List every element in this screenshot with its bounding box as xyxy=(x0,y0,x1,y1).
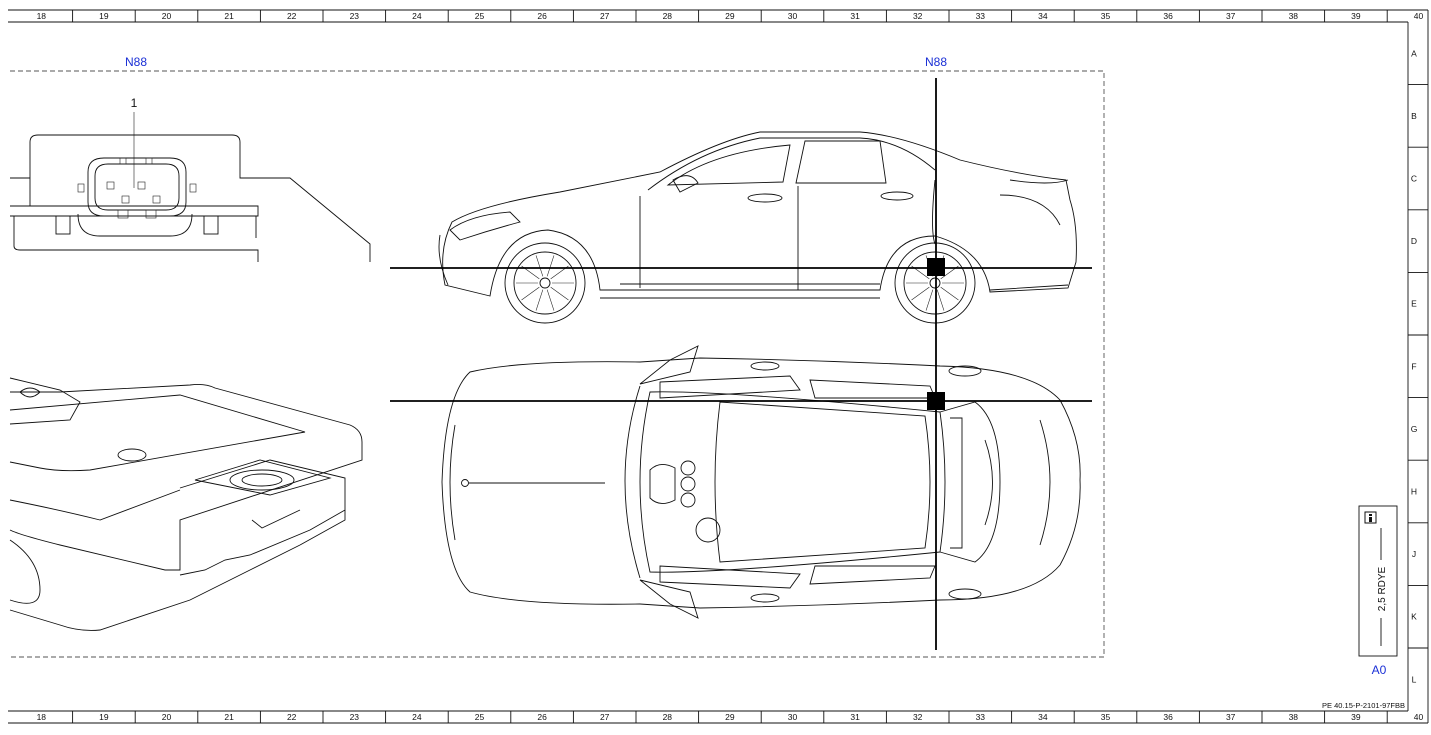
bottom-column-label: 24 xyxy=(412,712,422,722)
top-column-label: 38 xyxy=(1289,11,1299,21)
ground-point-label[interactable]: A0 xyxy=(1372,663,1387,677)
top-column-label: 28 xyxy=(663,11,673,21)
row-label: H xyxy=(1411,487,1417,497)
top-column-label: 19 xyxy=(99,11,109,21)
row-label: L xyxy=(1412,674,1417,684)
row-label: G xyxy=(1411,424,1418,434)
top-column-label: 39 xyxy=(1351,11,1361,21)
component-boundary xyxy=(10,70,1105,658)
row-label: F xyxy=(1411,361,1416,371)
vehicle-side-view xyxy=(438,131,1077,324)
top-column-label: 30 xyxy=(788,11,798,21)
top-column-label: 25 xyxy=(475,11,485,21)
row-label: D xyxy=(1411,236,1417,246)
top-column-label: 36 xyxy=(1163,11,1173,21)
wire-legend: 2,5 RDYE xyxy=(1358,505,1398,657)
top-column-label: 27 xyxy=(600,11,610,21)
vehicle-top-view xyxy=(441,345,1081,619)
top-column-label: 37 xyxy=(1226,11,1236,21)
bottom-column-label: 19 xyxy=(99,712,109,722)
row-label: B xyxy=(1411,111,1417,121)
top-column-label: 21 xyxy=(224,11,234,21)
bottom-column-label: 30 xyxy=(788,712,798,722)
control-unit-drawing xyxy=(9,377,363,631)
top-column-label: 33 xyxy=(976,11,986,21)
row-label: C xyxy=(1411,174,1417,184)
bottom-column-label: 18 xyxy=(37,712,47,722)
ground-point-circle[interactable] xyxy=(461,479,469,487)
bottom-column-label: 28 xyxy=(663,712,673,722)
top-column-label: 31 xyxy=(850,11,860,21)
bottom-column-label: 33 xyxy=(976,712,986,722)
bottom-column-label: 35 xyxy=(1101,712,1111,722)
row-label: E xyxy=(1411,299,1417,309)
row-labels: A B C D E F G H J K L xyxy=(1408,48,1428,684)
top-column-label: 23 xyxy=(350,11,360,21)
bottom-column-labels: 18 19 20 21 22 23 24 25 26 27 28 29 30 31 32 33 34 35 36 37… xyxy=(37,711,1424,723)
bottom-column-label: 21 xyxy=(224,712,234,722)
bottom-column-label: 34 xyxy=(1038,712,1048,722)
top-column-label: 29 xyxy=(725,11,735,21)
row-label: K xyxy=(1411,612,1417,622)
bottom-column-label: 32 xyxy=(913,712,923,722)
location-marker-side[interactable] xyxy=(927,258,945,276)
bottom-column-label: 37 xyxy=(1226,712,1236,722)
bottom-column-label: 25 xyxy=(475,712,485,722)
top-column-label: 40 xyxy=(1414,11,1424,21)
component-label-right[interactable]: N88 xyxy=(925,55,947,69)
top-column-labels: 18 19 20 21 22 23 24 25 26 27 28 29 30 31 32 33 34 35 36 37… xyxy=(37,10,1424,22)
bottom-column-label: 23 xyxy=(350,712,360,722)
bottom-column-label: 36 xyxy=(1163,712,1173,722)
top-column-label: 22 xyxy=(287,11,297,21)
bottom-column-label: 39 xyxy=(1351,712,1361,722)
row-label: A xyxy=(1411,48,1417,58)
top-column-label: 18 xyxy=(37,11,47,21)
bottom-column-label: 38 xyxy=(1289,712,1299,722)
bottom-column-label: 27 xyxy=(600,712,610,722)
row-label: J xyxy=(1412,549,1416,559)
bottom-column-label: 29 xyxy=(725,712,735,722)
grid-frame xyxy=(8,9,1429,724)
bottom-column-label: 40 xyxy=(1414,712,1424,722)
wire-spec-label: 2,5 RDYE xyxy=(1377,566,1388,611)
top-column-label: 32 xyxy=(913,11,923,21)
bottom-column-label: 31 xyxy=(850,712,860,722)
bottom-column-label: 26 xyxy=(537,712,547,722)
bottom-column-label: 22 xyxy=(287,712,297,722)
location-marker-top[interactable] xyxy=(927,392,945,410)
top-column-label: 35 xyxy=(1101,11,1111,21)
component-label-left[interactable]: N88 xyxy=(125,55,147,69)
callout-number: 1 xyxy=(131,96,138,110)
top-column-label: 34 xyxy=(1038,11,1048,21)
top-column-label: 20 xyxy=(162,11,172,21)
top-column-label: 26 xyxy=(537,11,547,21)
connector-drawing xyxy=(10,134,371,262)
bottom-column-label: 20 xyxy=(162,712,172,722)
top-column-label: 24 xyxy=(412,11,422,21)
document-reference: PE 40.15-P-2101-97FBB xyxy=(1322,701,1405,710)
